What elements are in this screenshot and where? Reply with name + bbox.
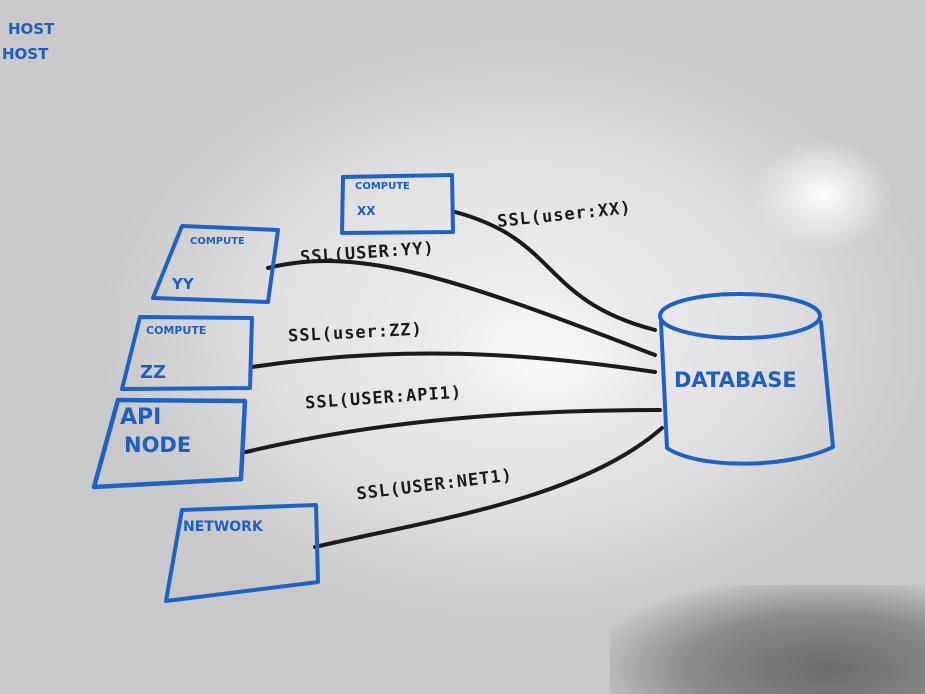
compute-yy-title: COMPUTE <box>190 236 245 247</box>
api-node-line2: NODE <box>124 433 192 457</box>
shadow <box>610 585 925 694</box>
compute-zz-title: COMPUTE <box>146 324 207 337</box>
wire-compute-yy <box>266 259 657 357</box>
wire-compute-zz <box>250 351 657 374</box>
wire-compute-xx <box>453 210 657 332</box>
wire-api-node <box>244 408 662 454</box>
compute-xx-box <box>340 173 455 235</box>
compute-yy-name: YY <box>172 275 194 293</box>
compute-xx-title: COMPUTE <box>355 181 410 192</box>
compute-yy-box <box>151 224 280 304</box>
corner-note-2: HOST <box>2 45 49 63</box>
api-node-line1: API <box>120 405 162 430</box>
database-title: DATABASE <box>674 368 797 392</box>
compute-zz-box <box>120 315 254 391</box>
wire-network <box>313 426 664 549</box>
network-box <box>164 503 320 603</box>
database-cylinder <box>658 292 835 466</box>
compute-xx-name: XX <box>357 204 376 218</box>
compute-zz-name: ZZ <box>140 362 167 383</box>
corner-note-1: HOST <box>8 20 55 38</box>
network-title: NETWORK <box>183 519 263 535</box>
api-node-box <box>91 397 248 490</box>
